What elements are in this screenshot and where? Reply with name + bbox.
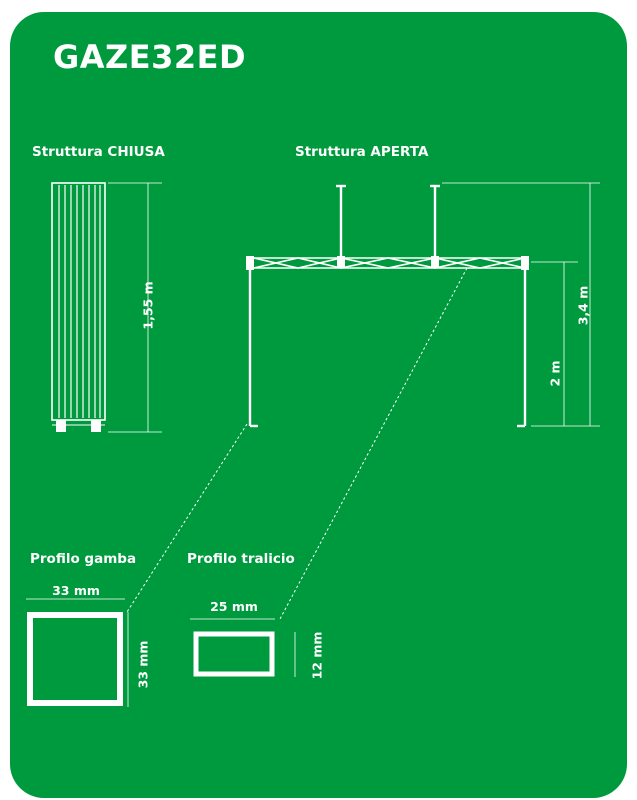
truss-width-label: 25 mm — [210, 599, 258, 614]
gazebo-drawing — [26, 182, 600, 707]
truss — [250, 257, 526, 269]
truss-depth-label: 12 mm — [309, 631, 325, 680]
closed-height-dimension — [108, 182, 162, 433]
total-height-label: 3,4 m — [575, 285, 591, 326]
open-structure-label: Struttura APERTA — [295, 144, 429, 160]
product-title: GAZE32ED — [53, 38, 247, 76]
open-height-dimensions — [442, 182, 600, 427]
truss-profile-drawing — [190, 618, 296, 677]
leg-height-label: 2 m — [547, 360, 563, 387]
closed-structure-label: Struttura CHIUSA — [32, 144, 165, 160]
leg-width-label: 33 mm — [52, 583, 100, 598]
open-structure-drawing — [246, 184, 529, 428]
leader-lines — [126, 267, 468, 620]
leg-depth-label: 33 mm — [135, 640, 151, 689]
closed-structure-drawing — [51, 182, 106, 432]
leg-profile-label: Profilo gamba — [30, 551, 137, 567]
leg-profile-drawing — [26, 598, 129, 707]
product-sheet: GAZE32ED Struttura CHIUSA Struttura APER… — [10, 12, 627, 798]
closed-height-label: 1,55 m — [140, 281, 156, 330]
truss-profile-label: Profilo tralicio — [187, 551, 295, 567]
